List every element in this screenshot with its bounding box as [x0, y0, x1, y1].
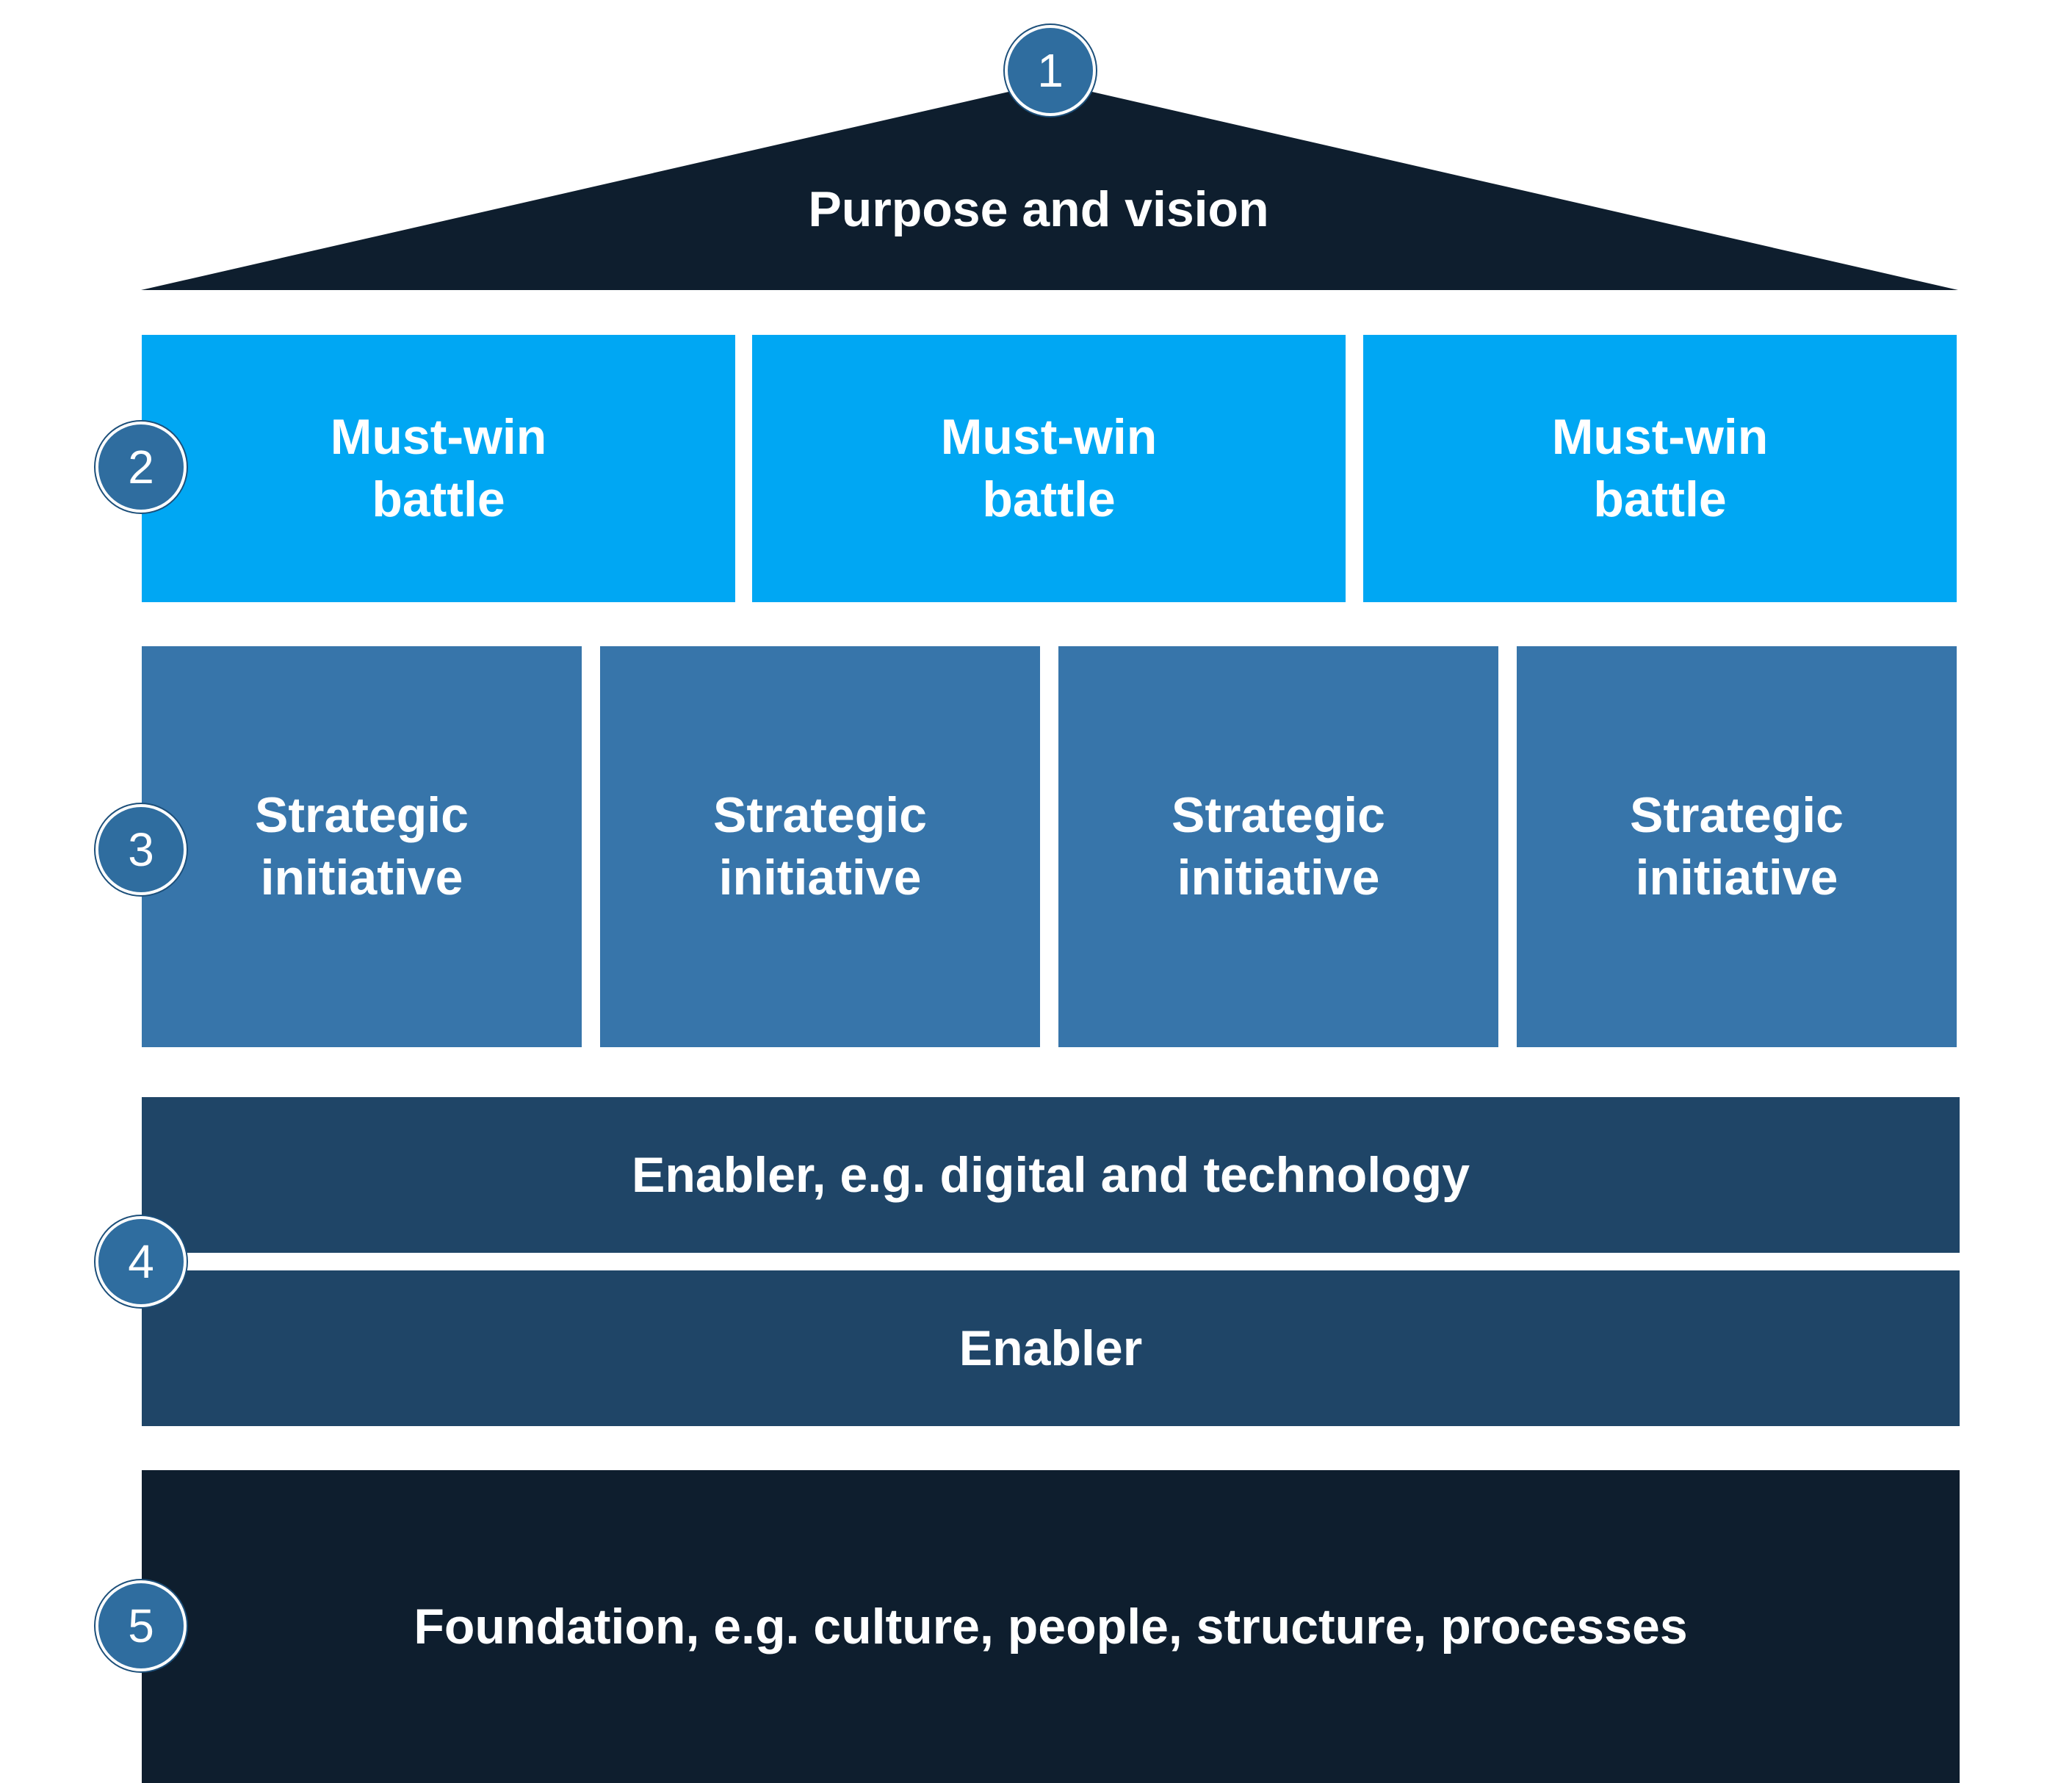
enabler-digital-technology: Enabler, e.g. digital and technology	[142, 1097, 1960, 1253]
enabler-label: Enabler	[959, 1320, 1143, 1376]
strategic-initiative-label: Strategic initiative	[1630, 787, 1844, 905]
must-win-battle-1: Must-win battle	[142, 335, 735, 602]
strategic-initiative-label: Strategic initiative	[713, 787, 927, 905]
strategic-initiative-1: Strategic initiative	[142, 646, 582, 1047]
purpose-and-vision-label: Purpose and vision	[808, 181, 1269, 237]
roof-shape	[141, 82, 1958, 290]
must-win-battle-label: Must-win battle	[1551, 409, 1769, 527]
must-win-battle-2: Must-win battle	[752, 335, 1346, 602]
step-badge-1: 1	[1005, 25, 1096, 116]
strategic-initiative-label: Strategic initiative	[1172, 787, 1385, 905]
step-badge-2: 2	[95, 422, 187, 513]
enabler-general: Enabler	[142, 1270, 1960, 1426]
step-badge-4: 4	[95, 1216, 187, 1307]
must-win-battle-label: Must-win battle	[940, 409, 1158, 527]
foundation-label: Foundation, e.g. culture, people, struct…	[414, 1598, 1688, 1654]
enabler-label: Enabler, e.g. digital and technology	[631, 1146, 1470, 1203]
must-win-battle-label: Must-win battle	[330, 409, 547, 527]
strategic-initiative-2: Strategic initiative	[600, 646, 1040, 1047]
strategic-initiative-4: Strategic initiative	[1517, 646, 1957, 1047]
strategic-initiative-label: Strategic initiative	[255, 787, 469, 905]
foundation-block: Foundation, e.g. culture, people, struct…	[142, 1470, 1960, 1783]
must-win-battle-3: Must-win battle	[1363, 335, 1957, 602]
step-badge-3: 3	[95, 804, 187, 895]
strategic-initiative-3: Strategic initiative	[1058, 646, 1498, 1047]
roof-triangle	[141, 82, 1958, 290]
step-badge-5: 5	[95, 1580, 187, 1671]
